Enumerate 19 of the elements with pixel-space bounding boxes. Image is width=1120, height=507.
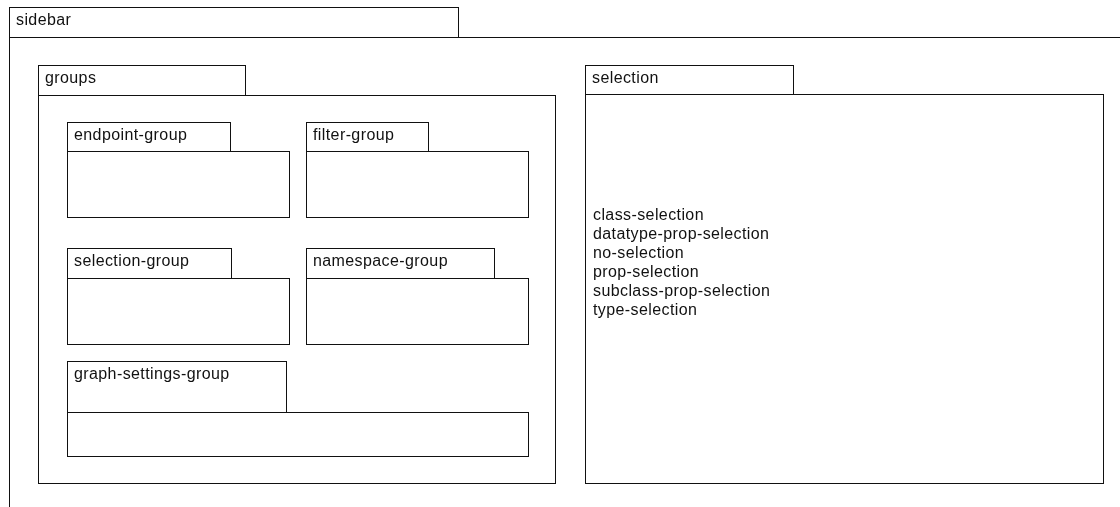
package-tab: groups — [38, 65, 246, 95]
package — [67, 361, 529, 457]
element-name: class-selection — [593, 205, 704, 224]
element-name: no-selection — [593, 243, 685, 262]
element-name: type-selection — [593, 300, 698, 319]
package-tab: graph-settings-group — [67, 361, 287, 412]
package — [67, 248, 290, 345]
package — [306, 248, 529, 345]
package-tab: selection-group — [67, 248, 232, 278]
package-tab: filter-group — [306, 122, 429, 151]
element-name: prop-selection — [593, 262, 700, 281]
package-tab: sidebar — [9, 7, 459, 37]
package-tab: selection — [585, 65, 794, 94]
package-tab: namespace-group — [306, 248, 495, 278]
package — [306, 122, 529, 218]
element-name: subclass-prop-selection — [593, 281, 771, 300]
package — [67, 122, 290, 218]
package-tab: endpoint-group — [67, 122, 231, 151]
element-name: datatype-prop-selection — [593, 224, 770, 243]
